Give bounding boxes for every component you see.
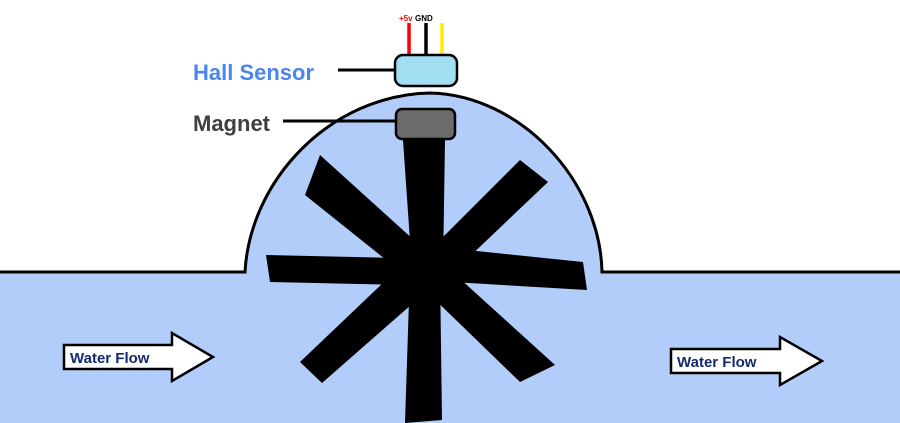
rotor-blade-left <box>266 255 403 285</box>
flow-arrow-left-label: Water Flow <box>70 350 150 367</box>
rotor-blade-lower-left <box>300 262 428 383</box>
rotor-blade-top <box>403 140 445 270</box>
pipe-outline <box>0 91 900 274</box>
rotor-blade-right <box>448 248 587 290</box>
hall-sensor-label: Hall Sensor <box>193 60 314 85</box>
rotor-hub <box>397 242 453 298</box>
pin-label-vcc: +5v <box>399 14 413 23</box>
flow-arrow-right-label: Water Flow <box>677 354 757 371</box>
magnet <box>394 107 457 141</box>
hall-sensor <box>393 53 459 88</box>
rotor-blade-upper-left <box>305 155 425 275</box>
magnet-label: Magnet <box>193 111 271 136</box>
flow-arrow-left <box>62 330 216 384</box>
rotor-blade-bottom <box>405 270 442 423</box>
turbine-rotor <box>266 140 587 423</box>
pin-label-gnd: GND <box>415 14 433 23</box>
flow-arrow-right <box>669 334 825 388</box>
rotor-blade-lower-right <box>425 268 555 382</box>
